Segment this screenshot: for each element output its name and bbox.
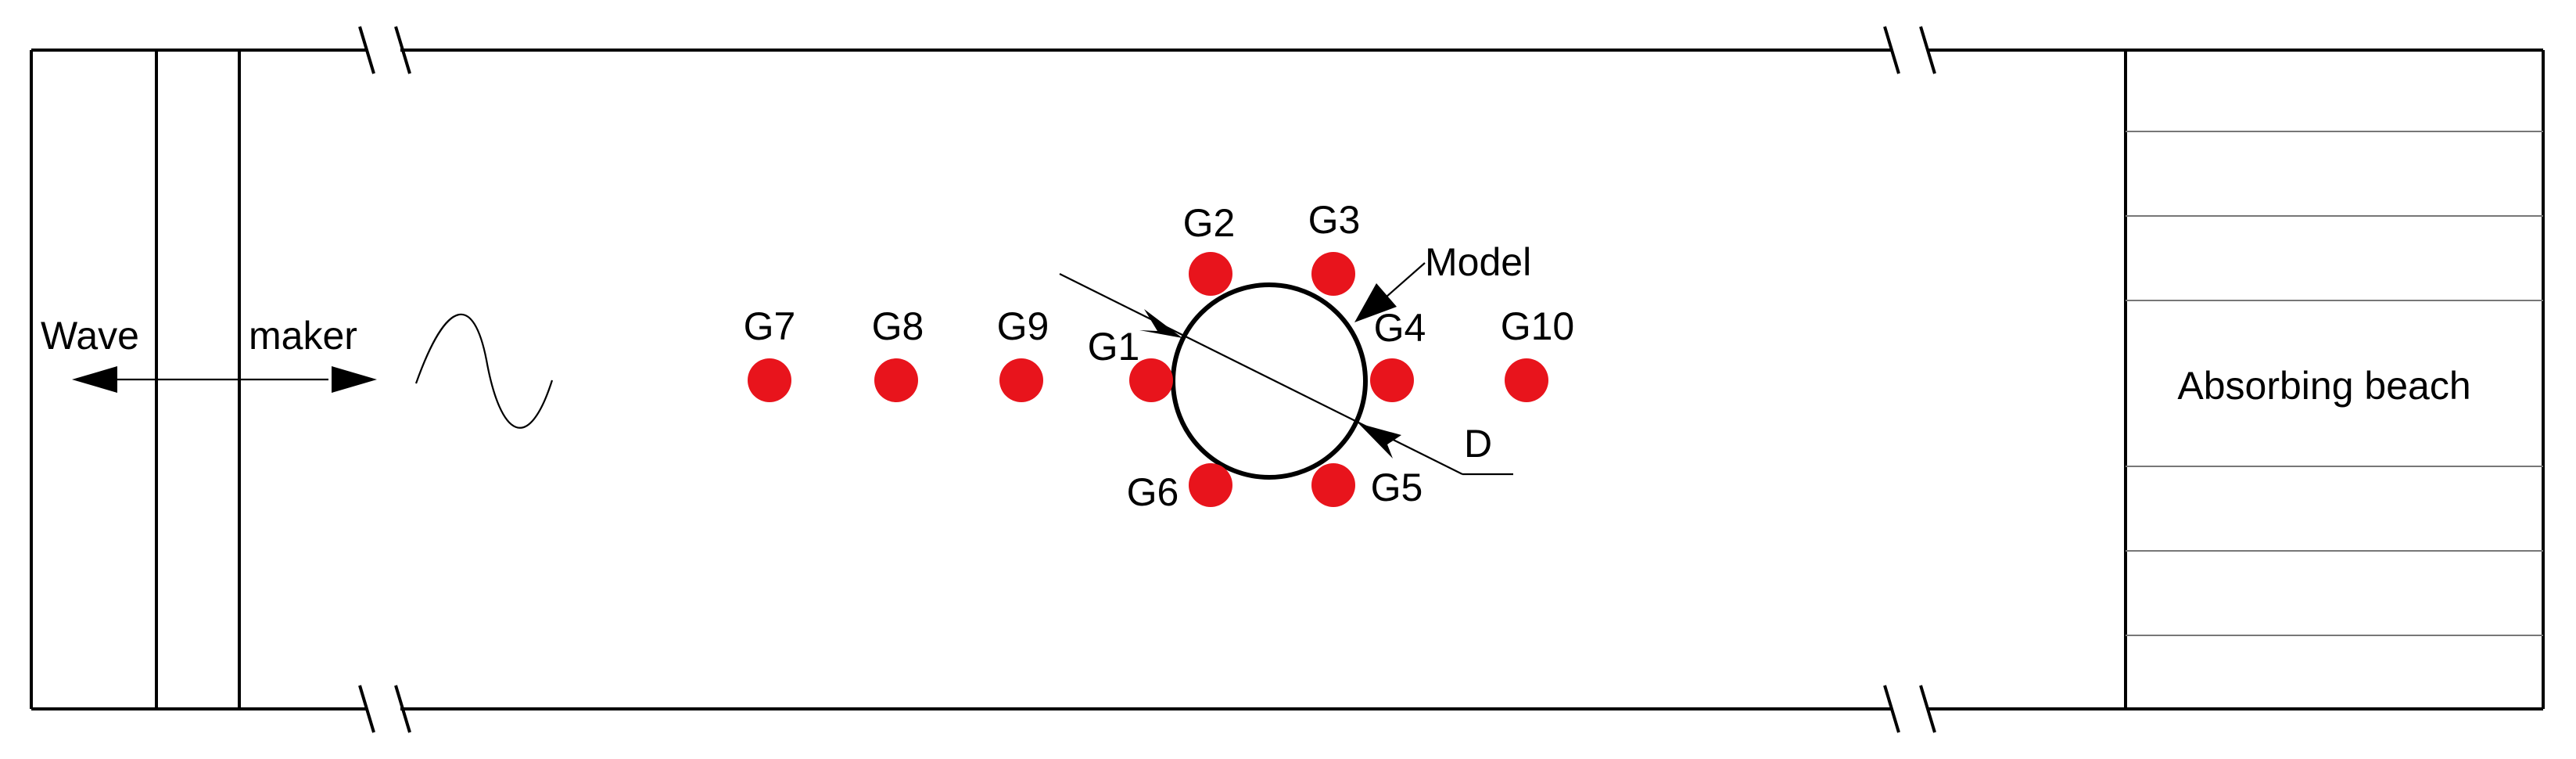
flume-outline <box>30 49 2545 710</box>
gauge-label-g1: G1 <box>1088 325 1140 369</box>
gauge-label-g7: G7 <box>744 304 796 348</box>
model-arrow-icon <box>1354 283 1397 322</box>
gauge-marker-g3 <box>1311 252 1355 296</box>
break-marks <box>358 26 1936 733</box>
gauge-label-g5: G5 <box>1371 466 1423 509</box>
gauge-marker-g1 <box>1129 358 1173 402</box>
gauge-marker-g10 <box>1505 358 1548 402</box>
gauge-marker-g7 <box>748 358 791 402</box>
diameter-arrow-left-icon <box>1139 309 1182 338</box>
left-arrow-icon <box>72 366 117 393</box>
wave-symbol-icon <box>414 313 554 429</box>
wave-label: Wave <box>41 314 139 358</box>
gauge-marker-g9 <box>999 358 1043 402</box>
gauge-marker-g6 <box>1189 463 1232 507</box>
wave-gauges: G1 G2 G3 G4 G5 G6 G7 G8 G9 G10 <box>744 198 1575 514</box>
model-circle <box>1171 282 1368 480</box>
gauge-label-g10: G10 <box>1501 304 1575 348</box>
gauge-label-g8: G8 <box>872 304 924 348</box>
gauge-label-g4: G4 <box>1374 306 1426 350</box>
model-cylinder: D Model <box>1059 240 1531 480</box>
gauge-marker-g5 <box>1311 463 1355 507</box>
diameter-line <box>1059 273 1463 475</box>
gauge-label-g3: G3 <box>1308 198 1361 242</box>
diameter-label: D <box>1464 422 1492 466</box>
diameter-arrow-right-icon <box>1358 423 1401 459</box>
gauge-label-g6: G6 <box>1127 470 1179 514</box>
absorbing-beach-label: Absorbing beach <box>2177 364 2470 408</box>
gauge-label-g2: G2 <box>1183 201 1236 245</box>
gauge-label-g9: G9 <box>997 304 1049 348</box>
maker-label: maker <box>249 314 357 358</box>
gauge-marker-g4 <box>1370 358 1414 402</box>
model-label: Model <box>1425 240 1531 284</box>
absorbing-beach: Absorbing beach <box>2124 50 2543 709</box>
gauge-marker-g8 <box>874 358 918 402</box>
wave-maker: Wave maker <box>41 50 377 709</box>
model-leader <box>1385 262 1426 298</box>
right-arrow-icon <box>332 366 377 393</box>
gauge-marker-g2 <box>1189 252 1232 296</box>
